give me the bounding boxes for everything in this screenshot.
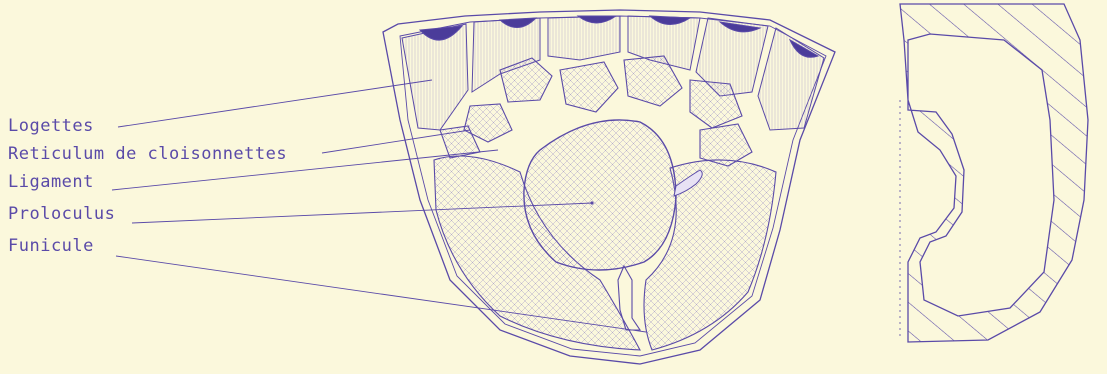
leader-logettes [118, 80, 432, 127]
label-funicule: Funicule [8, 236, 94, 256]
label-proloculus: Proloculus [8, 204, 115, 224]
label-ligament: Ligament [8, 172, 94, 192]
cross-section-profile [900, 4, 1088, 342]
logette [758, 28, 824, 130]
label-logettes: Logettes [8, 116, 94, 136]
logette [548, 16, 620, 60]
logettes-row [402, 16, 824, 130]
proloculus [524, 120, 676, 270]
profile-wall [900, 4, 1088, 342]
label-reticulum: Reticulum de cloisonnettes [8, 144, 287, 164]
